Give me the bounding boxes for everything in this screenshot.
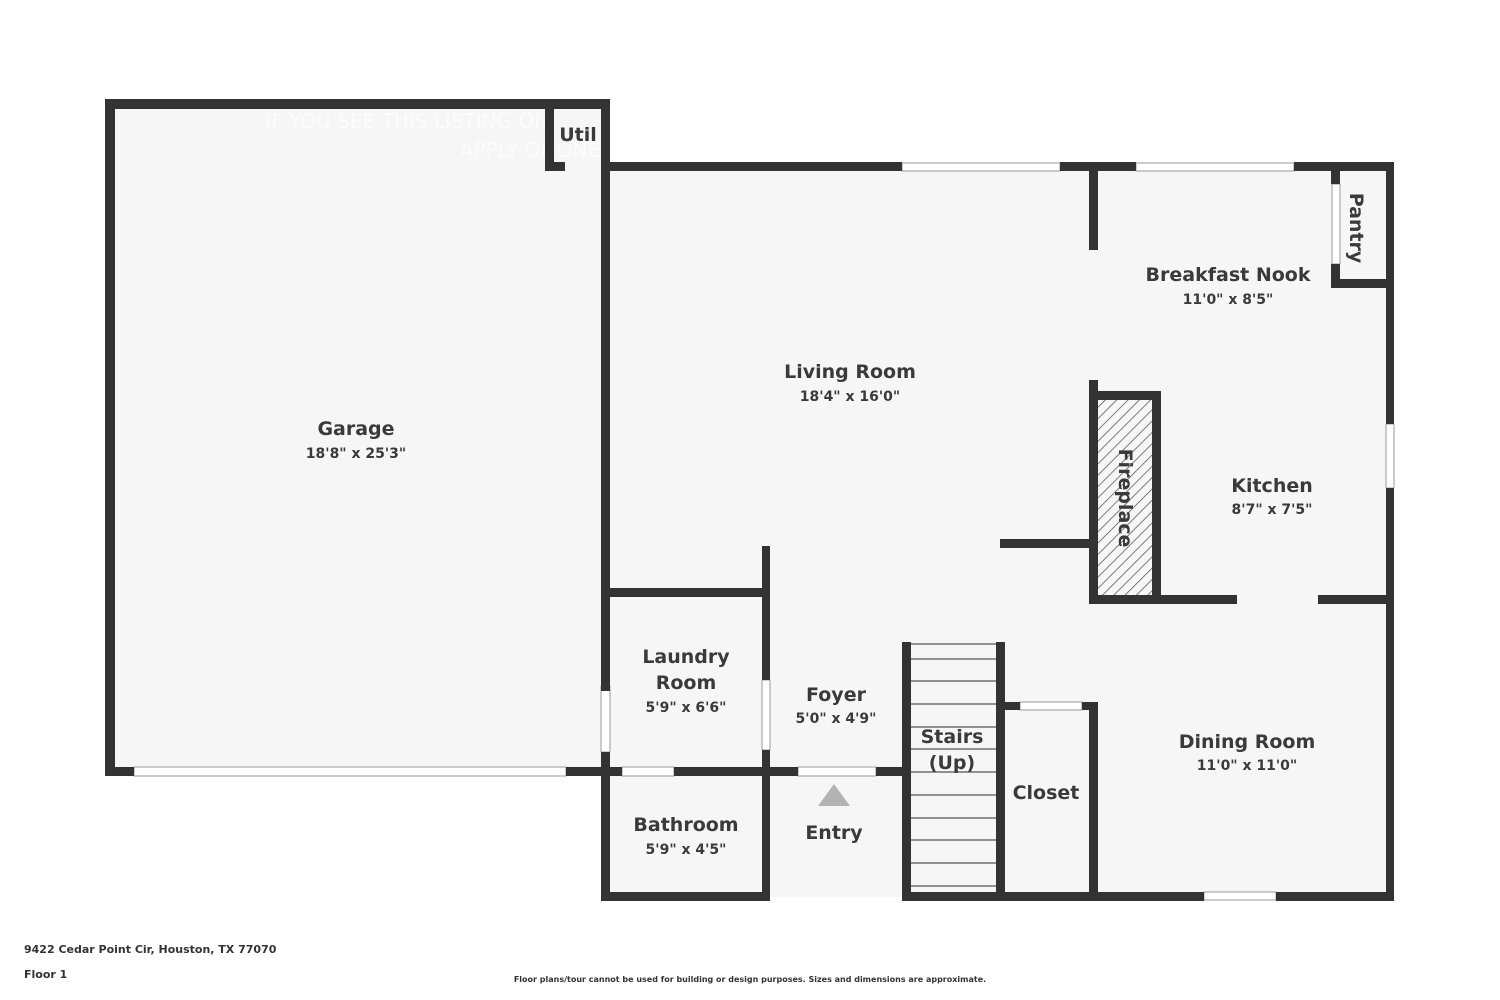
front-door	[797, 766, 877, 777]
floor-label: Floor 1	[24, 968, 68, 981]
bathroom-label: Bathroom	[633, 814, 738, 836]
address-text: 9422 Cedar Point Cir, Houston, TX 77070	[24, 943, 277, 956]
entry-label: Entry	[805, 822, 863, 844]
room-labels: Garage 18'8" x 25'3" Util Living Room 18…	[306, 124, 1367, 858]
stair-treads	[911, 643, 996, 887]
watermark: IF YOU SEE THIS LISTING ON ... APPLY ONL…	[266, 109, 601, 162]
svg-text:APPLY ONLINE: APPLY ONLINE	[460, 138, 600, 162]
living-room-label: Living Room	[784, 361, 916, 383]
breakfast-nook-dimensions: 11'0" x 8'5"	[1183, 292, 1274, 308]
pantry-label: Pantry	[1345, 193, 1367, 264]
fireplace-label: Fireplace	[1114, 449, 1136, 548]
util-label: Util	[559, 124, 597, 146]
wall-garage-right	[601, 99, 610, 691]
floor-fills	[110, 104, 1391, 897]
wall-garage-left	[105, 99, 115, 776]
openings	[133, 162, 1395, 901]
garage-label: Garage	[317, 418, 394, 440]
bathroom-dimensions: 5'9" x 4'5"	[646, 842, 727, 858]
dining-room-dimensions: 11'0" x 11'0"	[1197, 758, 1297, 774]
stairs-label-line1: Stairs	[921, 726, 984, 748]
closet-label: Closet	[1013, 782, 1080, 804]
window-kitchen	[1385, 423, 1395, 489]
foyer-label: Foyer	[806, 684, 867, 706]
kitchen-label: Kitchen	[1231, 475, 1313, 497]
walls	[105, 99, 1394, 901]
living-room-dimensions: 18'4" x 16'0"	[800, 389, 900, 405]
breakfast-nook-label: Breakfast Nook	[1146, 264, 1311, 286]
window-breakfast	[1135, 162, 1295, 172]
wall-garage-top	[105, 99, 610, 109]
entry-arrow-icon	[818, 784, 850, 806]
fireplace-hearth	[1098, 400, 1152, 595]
dining-room-label: Dining Room	[1179, 731, 1316, 753]
laundry-room-label-line2: Room	[656, 672, 717, 694]
laundry-room-label-line1: Laundry	[642, 646, 730, 668]
disclaimer-text: Floor plans/tour cannot be used for buil…	[513, 975, 987, 984]
kitchen-dimensions: 8'7" x 7'5"	[1232, 502, 1313, 518]
garage-dimensions: 18'8" x 25'3"	[306, 446, 406, 462]
svg-text:IF YOU SEE THIS LISTING ON ...: IF YOU SEE THIS LISTING ON ...	[266, 109, 575, 133]
stairs-label-line2: (Up)	[929, 752, 975, 774]
foyer-dimensions: 5'0" x 4'9"	[796, 711, 877, 727]
laundry-room-dimensions: 5'9" x 6'6"	[646, 700, 727, 716]
window-dining	[1203, 891, 1277, 901]
